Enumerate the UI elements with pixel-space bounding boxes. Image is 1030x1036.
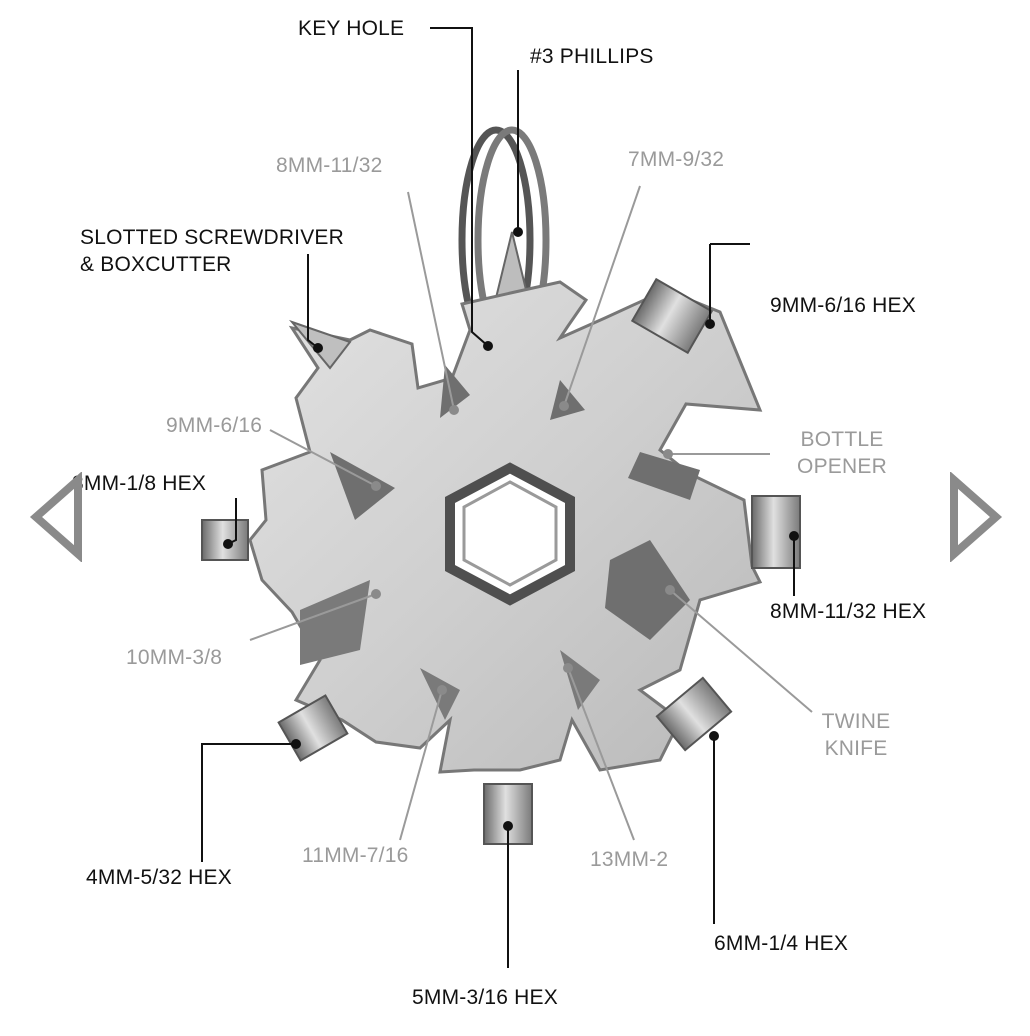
label-twine-line-2: KNIFE — [824, 737, 888, 760]
label-slotted-line-1: SLOTTED SCREWDRIVER — [80, 226, 344, 249]
label-bottle-line-1: BOTTLE — [800, 428, 884, 451]
label-8mm-11-32-hex: 8MM-11/32 HEX — [770, 600, 927, 623]
prev-arrow-button[interactable] — [28, 472, 88, 562]
label-7mm-9-32: 7MM-9/32 — [628, 148, 725, 171]
label-9mm-6-16: 9MM-6/16 — [166, 414, 263, 437]
triangle-left-icon — [29, 472, 82, 562]
label-8mm-11-32: 8MM-11/32 — [276, 154, 383, 177]
label-11mm-7-16: 11MM-7/16 — [302, 844, 409, 867]
label-twine-knife: TWINE KNIFE — [806, 708, 906, 762]
label-slotted-screwdriver: SLOTTED SCREWDRIVER & BOXCUTTER — [80, 224, 344, 278]
label-phillips: #3 PHILLIPS — [530, 45, 654, 68]
label-10mm-3-8: 10MM-3/8 — [126, 646, 223, 669]
label-5mm-3-16-hex: 5MM-3/16 HEX — [412, 986, 558, 1009]
snowflake-tool-body — [248, 280, 763, 774]
label-4mm-5-32-hex: 4MM-5/32 HEX — [86, 866, 232, 889]
label-twine-line-1: TWINE — [821, 710, 891, 733]
callout-dots-light — [371, 401, 675, 695]
phillips-tip — [494, 231, 530, 299]
label-slotted-line-2: & BOXCUTTER — [80, 253, 232, 276]
next-arrow-button[interactable] — [944, 472, 1004, 562]
hex-bits — [201, 277, 801, 845]
label-9mm-6-16-hex: 9MM-6/16 HEX — [770, 294, 916, 317]
callout-lines-light — [249, 185, 813, 841]
label-bottle-line-2: OPENER — [797, 455, 887, 478]
label-bottle-opener: BOTTLE OPENER — [786, 426, 898, 480]
label-6mm-1-4-hex: 6MM-1/4 HEX — [714, 932, 849, 955]
callout-dots-dark — [223, 227, 799, 831]
label-3mm-1-8-hex: 3MM-1/8 HEX — [72, 472, 207, 495]
label-key-hole: KEY HOLE — [298, 17, 405, 40]
label-13mm-2: 13MM-2 — [590, 848, 669, 871]
triangle-right-icon — [950, 472, 1003, 562]
